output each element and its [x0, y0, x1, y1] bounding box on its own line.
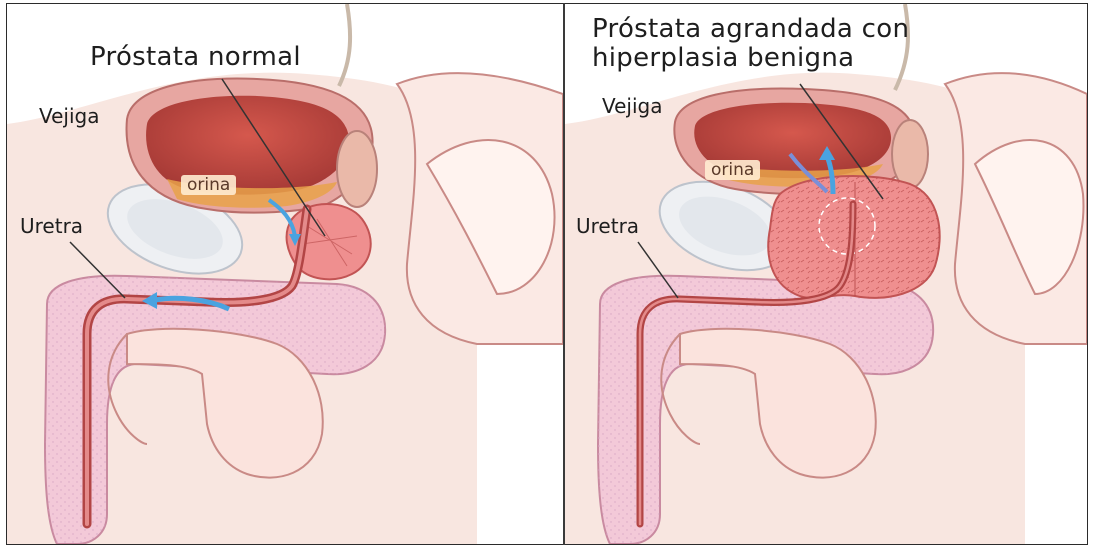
bladder-lumen: [146, 96, 349, 195]
seminal-vesicle: [337, 131, 377, 207]
urethra-label: Uretra: [576, 214, 639, 238]
seminal-vesicle: [892, 120, 928, 188]
normal-prostate-panel: Próstata normal Vejiga orina Uretra: [7, 4, 563, 544]
bladder-label: Vejiga: [602, 94, 663, 118]
bladder-label: Vejiga: [39, 104, 100, 128]
normal-prostate-anatomy: [7, 4, 563, 544]
enlarged-prostate-panel: Próstata agrandada con hiperplasia benig…: [565, 4, 1087, 544]
enlarged-prostate-title-line2: hiperplasia benigna: [592, 43, 854, 73]
urethra-label: Uretra: [20, 214, 83, 238]
normal-prostate-title: Próstata normal: [90, 42, 301, 72]
enlarged-prostate-anatomy: [565, 4, 1087, 544]
enlarged-prostate-title-line1: Próstata agrandada con: [592, 14, 909, 44]
urine-label: orina: [181, 175, 236, 195]
urine-label: orina: [705, 160, 760, 180]
